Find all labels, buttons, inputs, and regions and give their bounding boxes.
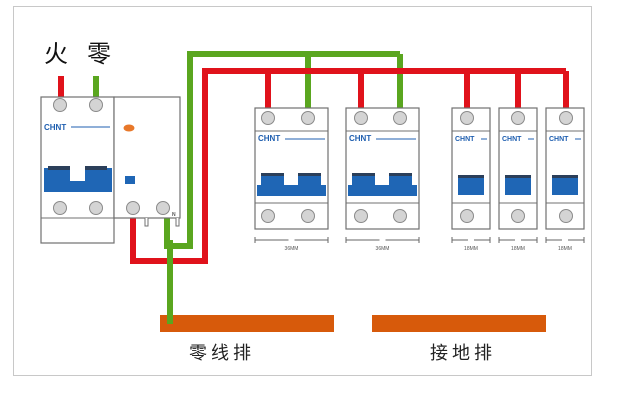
main-switch-brand: CHNT: [44, 123, 66, 132]
terminal-icon: [156, 201, 170, 215]
handle-top: [261, 173, 284, 176]
rcd-tab: [144, 218, 149, 227]
ground-busbar-label: 接地排: [430, 343, 496, 364]
handle-top: [389, 173, 412, 176]
breaker-3: CHNT 18MM: [451, 107, 491, 252]
handle-top: [352, 173, 375, 176]
terminal-icon: [559, 111, 573, 125]
toggle-handle-icon[interactable]: [257, 173, 326, 196]
breaker-1: CHNT 36MM: [254, 107, 329, 252]
terminal-icon: [89, 98, 103, 112]
width-label: 36MM: [376, 246, 390, 252]
terminal-icon: [354, 209, 368, 223]
terminal-icon: [393, 209, 407, 223]
terminal-icon: [511, 111, 525, 125]
toggle-handle-icon[interactable]: [552, 175, 578, 195]
handle-base: [257, 185, 326, 196]
neutral-busbar: [160, 315, 334, 332]
handle-lever: [458, 175, 484, 195]
handle-top: [505, 175, 531, 178]
neutral-bus-wire: [164, 51, 400, 249]
breaker-body: [254, 107, 329, 230]
handle-top: [298, 173, 321, 176]
test-button-icon[interactable]: [125, 176, 135, 184]
handle-lever: [389, 173, 412, 187]
terminal-icon: [53, 201, 67, 215]
neutral-label: 零: [87, 40, 111, 68]
rcd-body: [113, 96, 181, 219]
breaker-brand: CHNT: [349, 134, 371, 143]
width-label: 18MM: [558, 246, 572, 252]
terminal-icon: [559, 209, 573, 223]
breaker-body: [498, 107, 538, 230]
toggle-handle-icon[interactable]: [458, 175, 484, 195]
terminal-icon: [53, 98, 67, 112]
breaker-brand: CHNT: [455, 136, 475, 143]
width-dimension: 36MM: [345, 237, 420, 252]
terminal-icon: [460, 111, 474, 125]
width-dimension: 18MM: [498, 237, 538, 252]
terminal-icon: [393, 111, 407, 125]
neutral-busbar-label: 零线排: [189, 343, 255, 364]
handle-base: [348, 185, 417, 196]
handle-top: [458, 175, 484, 178]
terminal-icon: [354, 111, 368, 125]
breaker-4: CHNT 18MM: [498, 107, 538, 252]
terminal-icon: [301, 111, 315, 125]
neutral-mark: N: [172, 212, 176, 218]
breaker-brand: CHNT: [258, 134, 280, 143]
handle-lever: [505, 175, 531, 195]
toggle-handle-icon[interactable]: [505, 175, 531, 195]
breaker-2: CHNT 36MM: [345, 107, 420, 252]
width-label: 36MM: [285, 246, 299, 252]
terminal-icon: [261, 209, 275, 223]
toggle-handle-icon[interactable]: [44, 166, 112, 192]
main-switch: CHNT: [40, 96, 115, 244]
terminal-icon: [460, 209, 474, 223]
breaker-body: [451, 107, 491, 230]
handle-top: [552, 175, 578, 178]
terminal-icon: [301, 209, 315, 223]
ground-busbar: [372, 315, 546, 332]
live-label: 火: [44, 40, 68, 68]
live-bus-wire: [130, 68, 566, 264]
handle-lever: [352, 173, 375, 187]
rcd-module: N: [113, 96, 181, 227]
width-label: 18MM: [464, 246, 478, 252]
breaker-brand: CHNT: [549, 136, 569, 143]
width-dimension: 18MM: [545, 237, 585, 252]
terminal-icon: [261, 111, 275, 125]
branch-breakers: CHNT 36MM CHNT 36MM CHNT 18MM CHNT 18MM CHNT 18MM: [254, 107, 585, 252]
width-dimension: 18MM: [451, 237, 491, 252]
terminal-icon: [126, 201, 140, 215]
width-label: 18MM: [511, 246, 525, 252]
width-dimension: 36MM: [254, 237, 329, 252]
handle-lever: [261, 173, 284, 187]
breaker-brand: CHNT: [502, 136, 522, 143]
breaker-5: CHNT 18MM: [545, 107, 585, 252]
breaker-body: [345, 107, 420, 230]
handle-lever: [552, 175, 578, 195]
indicator-light-icon: [123, 124, 135, 132]
breaker-body: [545, 107, 585, 230]
terminal-icon: [89, 201, 103, 215]
rcd-tab: [175, 218, 180, 227]
terminal-icon: [511, 209, 525, 223]
handle-lever: [298, 173, 321, 187]
toggle-handle-icon[interactable]: [348, 173, 417, 196]
